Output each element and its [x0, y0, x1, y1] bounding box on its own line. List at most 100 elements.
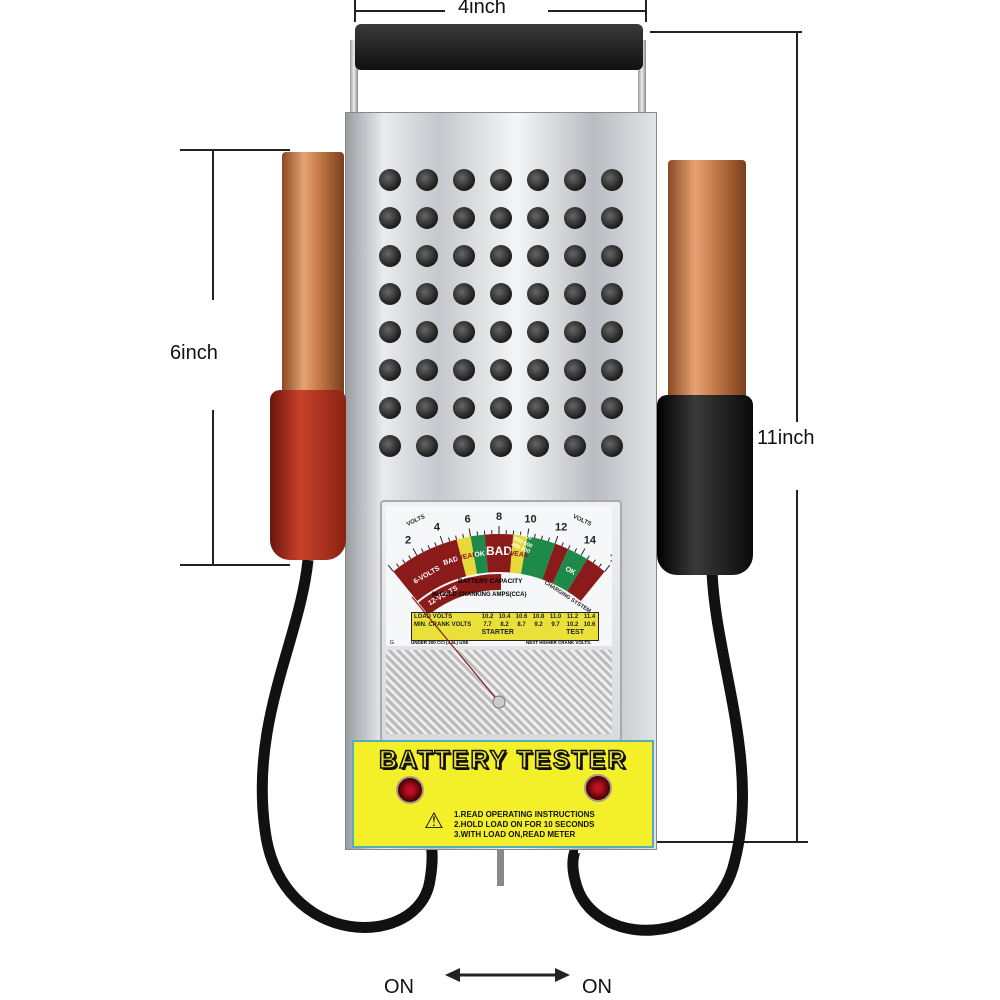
scale-tick	[574, 548, 578, 553]
vent-hole	[453, 321, 475, 343]
zone-band	[521, 536, 556, 580]
vent-hole	[601, 169, 623, 191]
vent-hole	[490, 169, 512, 191]
vent-hole	[601, 397, 623, 419]
indicator-lamp-right	[584, 774, 612, 802]
scale-label: 6	[464, 514, 470, 526]
handle-rod	[638, 40, 646, 115]
scale-tick	[408, 555, 412, 560]
table-cell: 10.2	[566, 622, 579, 628]
scale-tick	[586, 555, 590, 560]
vent-hole	[527, 207, 549, 229]
scale-tick	[598, 563, 602, 568]
vent-hole	[416, 397, 438, 419]
vent-hole	[601, 283, 623, 305]
scale-tick	[412, 548, 418, 556]
vent-hole	[379, 245, 401, 267]
test-label: TEST	[566, 629, 584, 636]
meter-face: BADWEAKOKBADWEAKOK0246810121416VOLTSVOLT…	[379, 506, 622, 646]
scale-tick	[554, 535, 559, 544]
dimension-line	[212, 410, 214, 565]
vent-hole	[379, 397, 401, 419]
instructions-list: 1.READ OPERATING INSTRUCTIONS 2.HOLD LOA…	[454, 810, 595, 839]
scale-tick	[427, 545, 431, 550]
table-cell: 8.7	[517, 622, 526, 628]
vent-hole	[527, 321, 549, 343]
scale-tick	[476, 531, 479, 536]
red-cable	[256, 559, 438, 933]
black-clamp-handle[interactable]	[657, 395, 753, 575]
vent-hole	[601, 245, 623, 267]
vent-hole	[490, 207, 512, 229]
zone-band	[542, 543, 569, 584]
vent-hole	[527, 169, 549, 191]
vent-hole	[601, 321, 623, 343]
zone-label: WEAK	[507, 550, 529, 560]
vent-hole	[527, 245, 549, 267]
vent-hole	[453, 397, 475, 419]
switch-on-right-label: ON	[582, 976, 612, 998]
vent-hole	[564, 321, 586, 343]
vent-hole	[416, 245, 438, 267]
vent-hole	[601, 359, 623, 381]
scale-tick	[434, 542, 437, 547]
vent-hole	[416, 435, 438, 457]
vent-hole	[416, 207, 438, 229]
switch-lever	[497, 846, 504, 886]
table-cell: 10.2	[481, 614, 494, 620]
vent-hole	[490, 245, 512, 267]
zone-label: BAD	[443, 556, 460, 567]
dimension-line	[355, 10, 445, 12]
vent-hole	[379, 435, 401, 457]
vent-hole	[416, 283, 438, 305]
vent-hole	[416, 359, 438, 381]
height-dimension-label: 11inch	[757, 427, 815, 449]
carry-handle[interactable]	[355, 24, 643, 70]
dimension-line	[650, 31, 802, 33]
table-cell: 11.0	[549, 614, 562, 620]
table-cell: 9.7	[551, 622, 560, 628]
zone-label: OK	[564, 566, 577, 577]
vent-hole	[490, 435, 512, 457]
red-clamp-jaw[interactable]	[282, 152, 344, 397]
scale-tick	[561, 542, 564, 547]
vent-hole	[564, 359, 586, 381]
product-title: BATTERY TESTER	[378, 745, 628, 775]
dimension-line	[548, 10, 645, 12]
brand-mark: G	[390, 640, 394, 646]
red-clamp-handle[interactable]	[270, 390, 346, 560]
vent-hole	[527, 359, 549, 381]
table-cell: 10.8	[532, 614, 545, 620]
zone-label: WEAK	[456, 551, 478, 562]
meter-needle	[411, 596, 506, 709]
black-clamp-jaw[interactable]	[668, 160, 746, 400]
dimension-line	[212, 150, 214, 300]
scale-label: 4	[434, 522, 441, 534]
zone-band	[484, 534, 514, 573]
meter-lens	[386, 650, 612, 734]
black-cable	[567, 569, 749, 936]
scale-tick	[526, 528, 530, 537]
scale-tick	[468, 528, 472, 537]
scale-tick	[462, 533, 465, 538]
vent-hole	[453, 283, 475, 305]
scale-tick	[580, 548, 586, 556]
switch-on-left-label: ON	[384, 976, 414, 998]
vent-hole	[490, 359, 512, 381]
table-cell: 8.2	[500, 622, 509, 628]
vent-hole	[601, 435, 623, 457]
vent-hole	[527, 283, 549, 305]
vent-hole	[490, 321, 512, 343]
scale-tick	[402, 559, 406, 564]
scale-tick	[533, 533, 536, 538]
scale-tick	[396, 563, 400, 568]
scale-tick	[420, 548, 424, 553]
scale-tick	[455, 535, 458, 540]
vent-hole	[527, 435, 549, 457]
vent-hole	[453, 169, 475, 191]
vent-hole	[527, 397, 549, 419]
